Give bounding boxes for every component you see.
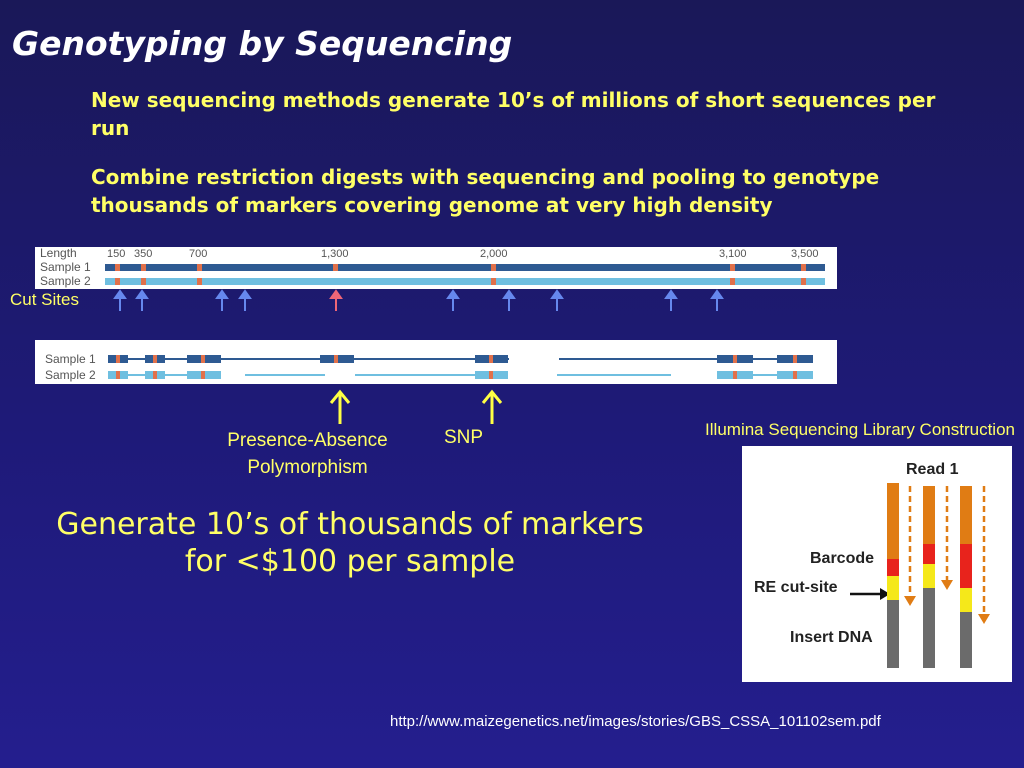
- tick-label: 3,500: [791, 248, 819, 260]
- read-strand: [923, 486, 935, 668]
- tick-label: 1,300: [321, 248, 349, 260]
- tick-label: 150: [107, 248, 125, 260]
- tick-label: 350: [134, 248, 152, 260]
- insert-dna-label: Insert DNA: [790, 629, 873, 646]
- illumina-title: Illumina Sequencing Library Construction: [705, 420, 1015, 439]
- cut-sites-label: Cut Sites: [10, 290, 79, 309]
- snp-label: SNP: [444, 427, 484, 448]
- library-construction-illustration: Read 1 Barcode RE cut-site Insert DNA: [742, 446, 1012, 682]
- read-label: Read 1: [906, 461, 959, 478]
- row-label-sample-2: Sample 2: [40, 274, 91, 288]
- summary-line-2: for <$100 per sample: [184, 544, 516, 579]
- read-strand: [887, 483, 899, 668]
- sample-1-band: [105, 264, 825, 271]
- polymorphism-arrows: [329, 389, 503, 424]
- sample-2-fragments: [108, 371, 813, 379]
- cut-site-marks: [115, 264, 806, 285]
- tick-label: 700: [189, 248, 207, 260]
- digest-map-panel: Length Sample 1 Sample 2 150 350 700 1,3…: [35, 247, 837, 289]
- read-strand: [960, 486, 972, 668]
- row-label-sample-2: Sample 2: [45, 368, 96, 382]
- presence-absence-label: Presence-Absence Polymorphism: [227, 430, 388, 478]
- page-title: Genotyping by Sequencing: [12, 24, 513, 63]
- re-cut-site-label: RE cut-site: [754, 579, 838, 596]
- bullet-text: Combine restriction digests with sequenc…: [91, 165, 880, 217]
- cut-site-arrows: [113, 289, 724, 311]
- source-url[interactable]: http://www.maizegenetics.net/images/stor…: [390, 713, 881, 730]
- row-label-length: Length: [40, 247, 77, 260]
- row-label-sample-1: Sample 1: [45, 352, 96, 366]
- sample-2-band: [105, 278, 825, 285]
- sample-1-fragments: [108, 354, 813, 364]
- summary-line-1: Generate 10’s of thousands of markers: [56, 507, 644, 542]
- tick-label: 2,000: [480, 248, 508, 260]
- bullet-text: New sequencing methods generate 10’s of …: [91, 88, 936, 140]
- tick-label: 3,100: [719, 248, 747, 260]
- barcode-label: Barcode: [810, 550, 874, 567]
- fragments-panel: Sample 1 Sample 2: [35, 340, 837, 384]
- row-label-sample-1: Sample 1: [40, 260, 91, 274]
- summary-text: Generate 10’s of thousands of markers fo…: [20, 506, 680, 580]
